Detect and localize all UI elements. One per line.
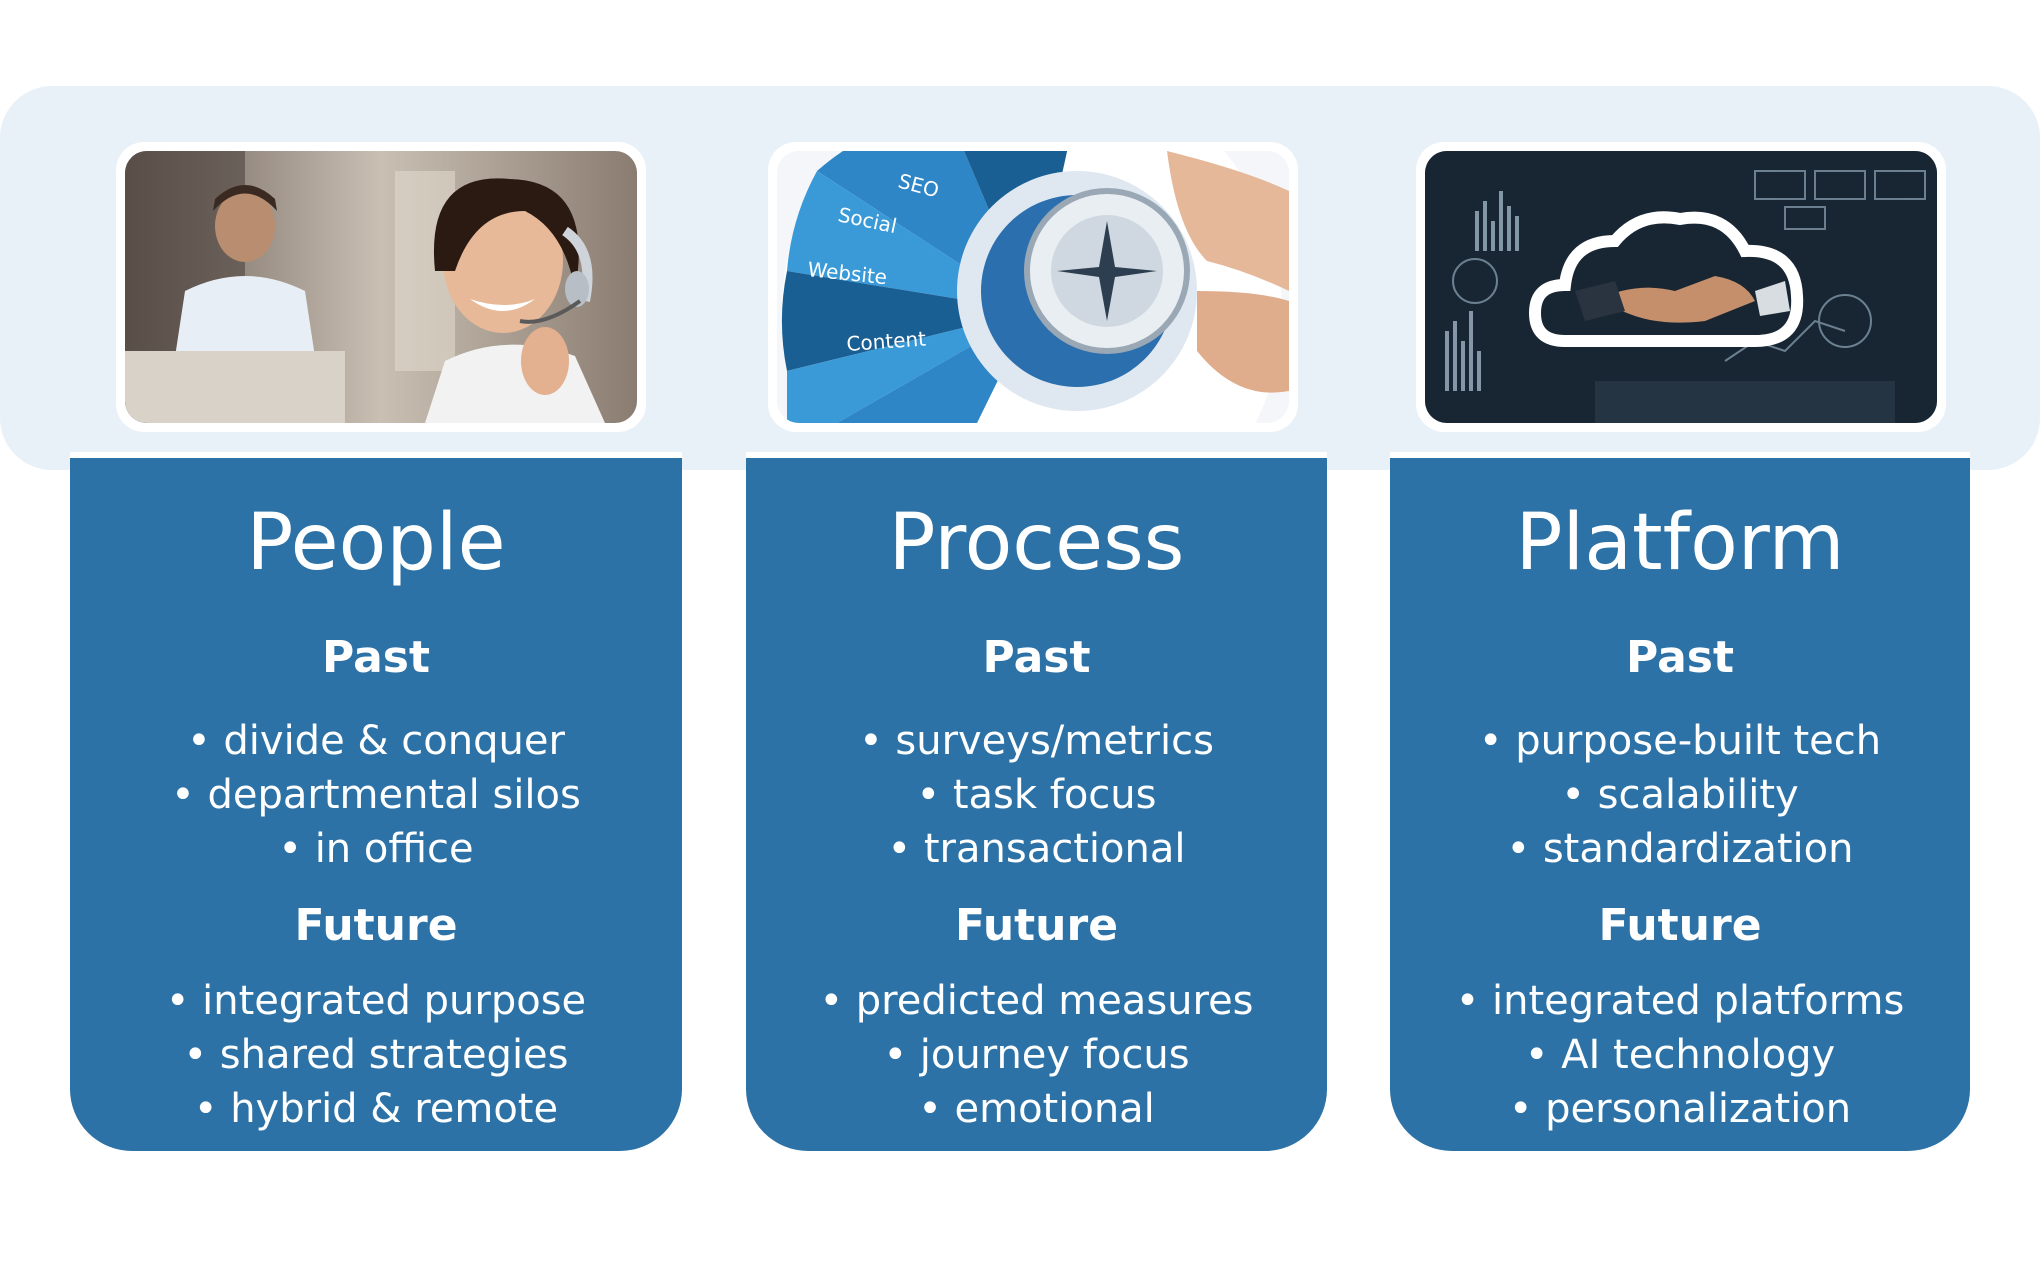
process-future-heading: Future	[954, 900, 1119, 951]
people-past-heading: Past	[322, 632, 430, 683]
process-past-list: surveys/metrics task focus transactional	[746, 714, 1327, 876]
list-item: transactional	[746, 822, 1327, 876]
list-item: in office	[70, 822, 682, 876]
list-item: journey focus	[746, 1028, 1327, 1082]
platform-title: Platform	[1515, 498, 1845, 588]
list-item: surveys/metrics	[746, 714, 1327, 768]
list-item: task focus	[746, 768, 1327, 822]
people-future-heading: Future	[294, 900, 458, 951]
platform-past-heading: Past	[1626, 632, 1734, 683]
process-past-heading: Past	[982, 632, 1091, 683]
platform-photo-frame	[1416, 142, 1946, 432]
people-card: People Past divide & conquer departmenta…	[70, 458, 682, 1151]
platform-past-list: purpose-built tech scalability standardi…	[1390, 714, 1970, 876]
process-title: Process	[888, 498, 1185, 588]
list-item: standardization	[1390, 822, 1970, 876]
people-past-list: divide & conquer departmental silos in o…	[70, 714, 682, 876]
marketing-dial-photo-icon: SEO Social Website Content	[777, 151, 1289, 423]
process-photo-frame: SEO Social Website Content	[768, 142, 1298, 432]
people-photo-frame	[116, 142, 646, 432]
list-item: integrated purpose	[70, 974, 682, 1028]
headset-agent-photo-icon	[125, 151, 637, 423]
list-item: personalization	[1390, 1082, 1970, 1136]
people-title: People	[246, 498, 506, 588]
list-item: scalability	[1390, 768, 1970, 822]
list-item: purpose-built tech	[1390, 714, 1970, 768]
platform-future-list: integrated platforms AI technology perso…	[1390, 974, 1970, 1136]
platform-future-heading: Future	[1598, 900, 1762, 951]
process-card: Process Past surveys/metrics task focus …	[746, 458, 1327, 1151]
list-item: predicted measures	[746, 974, 1327, 1028]
people-future-list: integrated purpose shared strategies hyb…	[70, 974, 682, 1136]
list-item: divide & conquer	[70, 714, 682, 768]
list-item: emotional	[746, 1082, 1327, 1136]
list-item: hybrid & remote	[70, 1082, 682, 1136]
list-item: AI technology	[1390, 1028, 1970, 1082]
dial-label-content: Content	[846, 326, 927, 356]
list-item: shared strategies	[70, 1028, 682, 1082]
process-future-list: predicted measures journey focus emotion…	[746, 974, 1327, 1136]
list-item: departmental silos	[70, 768, 682, 822]
cloud-handshake-photo-icon	[1425, 151, 1937, 423]
platform-card: Platform Past purpose-built tech scalabi…	[1390, 458, 1970, 1151]
list-item: integrated platforms	[1390, 974, 1970, 1028]
